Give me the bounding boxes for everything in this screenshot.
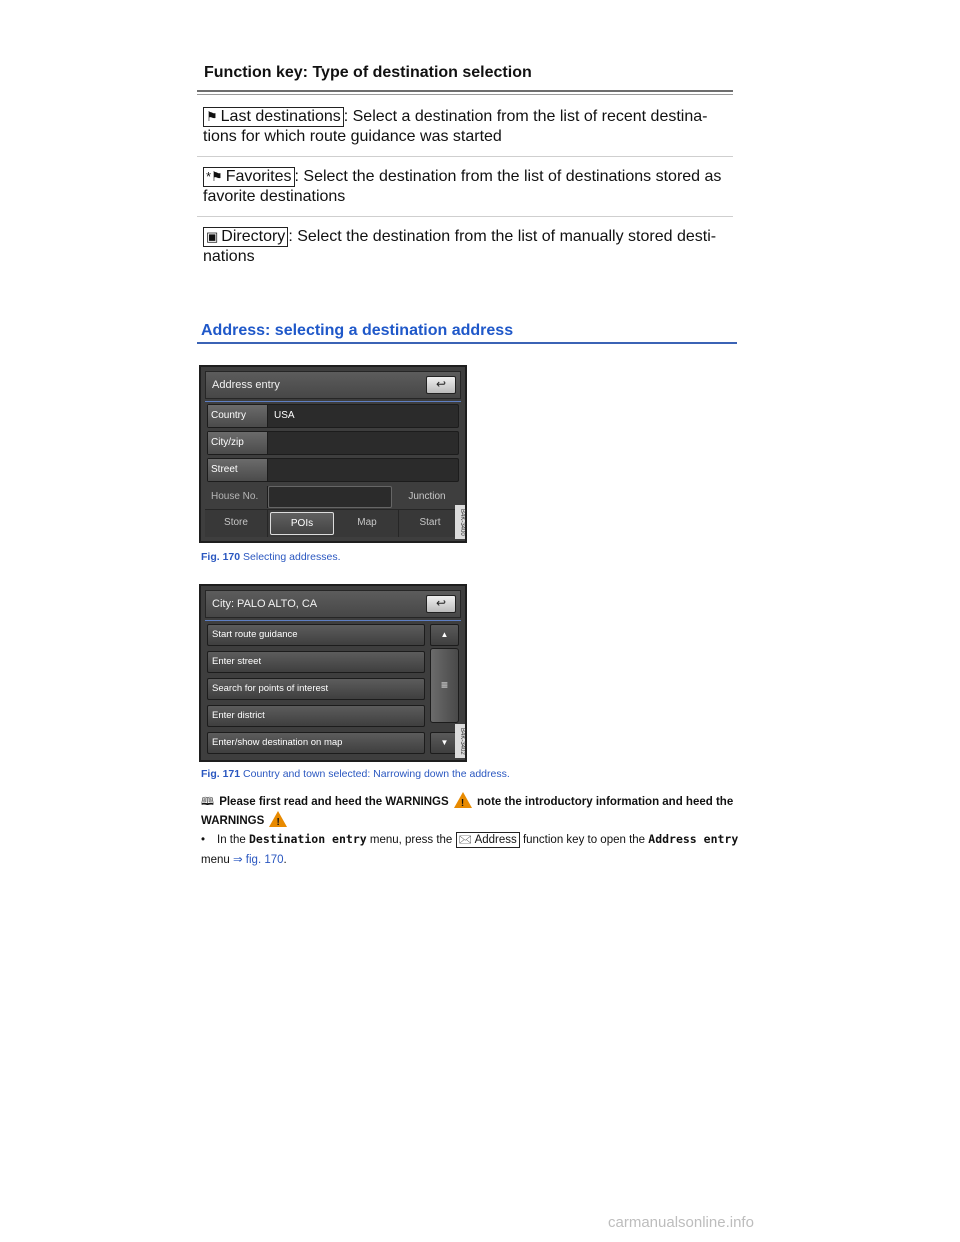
back-button[interactable]: ↩ <box>426 595 456 613</box>
city-zip-label[interactable]: City/zip <box>208 432 268 454</box>
row-description: : Select a destination from the list of … <box>203 108 708 145</box>
address-entry-screen: Address entry ↩ Country USA City/zip Str… <box>199 365 467 543</box>
scroll-down-button[interactable]: ▼ <box>430 732 459 754</box>
last-destinations-key[interactable]: ⚑Last destinations <box>203 107 344 127</box>
star-flag-icon: *⚑ <box>206 169 223 184</box>
back-arrow-icon: ↩ <box>435 377 447 391</box>
table-row: ▣Directory: Select the destination from … <box>197 217 733 276</box>
city-zip-row[interactable]: City/zip <box>207 431 459 455</box>
warning-notice: 🕮 Please first read and heed the WARNING… <box>201 792 741 831</box>
section-title: Address: selecting a destination address <box>201 322 514 339</box>
menu-name: Destination entry <box>248 832 367 846</box>
table-top-rule-thin <box>197 94 733 95</box>
tab-pois[interactable]: POIs <box>270 512 334 535</box>
arrow-down-icon: ▼ <box>440 738 449 747</box>
back-button[interactable]: ↩ <box>426 376 456 394</box>
directory-icon: ▣ <box>206 229 219 244</box>
address-key[interactable]: 🖂 Address <box>455 832 520 848</box>
grip-icon: ≡ <box>440 678 448 692</box>
screen-title: Address entry <box>212 379 280 391</box>
screen-header: Address entry ↩ <box>205 371 461 399</box>
directory-key[interactable]: ▣Directory <box>203 227 289 247</box>
favorites-key[interactable]: *⚑Favorites <box>203 167 295 187</box>
enter-street-button[interactable]: Enter street <box>207 651 425 673</box>
figure-caption: Fig. 171 Country and town selected: Narr… <box>201 768 510 780</box>
arrow-up-icon: ▲ <box>440 630 449 639</box>
figure-code: B4K-3400 <box>455 505 465 539</box>
row-description: : Select the destination from the list o… <box>203 228 717 265</box>
street-row[interactable]: Street <box>207 458 459 482</box>
city-selected-screen: City: PALO ALTO, CA ↩ Start route guidan… <box>199 584 467 762</box>
warning-icon <box>453 792 472 812</box>
tab-map[interactable]: Map <box>336 510 399 537</box>
tab-store[interactable]: Store <box>205 510 268 537</box>
back-arrow-icon: ↩ <box>435 596 447 610</box>
header-underline <box>205 620 461 621</box>
header-underline <box>205 401 461 402</box>
envelope-icon: 🖂 <box>458 834 472 846</box>
figure-code: B4K-3402 <box>455 724 465 758</box>
house-number-row: House No. Junction <box>207 485 459 509</box>
flag-icon: ⚑ <box>206 109 218 124</box>
house-number-label: House No. <box>208 486 268 508</box>
bullet: • <box>201 834 206 846</box>
section-rule <box>197 342 737 344</box>
house-number-input[interactable] <box>268 486 392 508</box>
tab-start[interactable]: Start <box>419 517 441 528</box>
scrollbar-thumb[interactable]: ≡ <box>430 648 459 723</box>
instruction-step: •In the Destination entry menu, press th… <box>201 832 739 866</box>
table-title: Function key: Type of destination select… <box>204 64 532 81</box>
enter-district-button[interactable]: Enter district <box>207 705 425 727</box>
table-top-rule <box>197 90 733 92</box>
menu-name: Address entry <box>648 832 739 846</box>
junction-button[interactable]: Junction <box>408 491 446 502</box>
function-key-table: ⚑Last destinations: Select a destination… <box>197 97 733 276</box>
screen-title: City: PALO ALTO, CA <box>212 598 318 610</box>
watermark: carmanualsonline.info <box>608 1214 754 1231</box>
country-row[interactable]: Country USA <box>207 404 459 428</box>
country-value: USA <box>274 410 295 421</box>
bottom-tabs: Store POIs Map Start <box>205 509 461 537</box>
country-label[interactable]: Country <box>208 405 268 427</box>
figure-caption: Fig. 170 Selecting addresses. <box>201 551 341 563</box>
figure-link[interactable]: ⇒ fig. 170 <box>232 854 284 866</box>
screen-header: City: PALO ALTO, CA ↩ <box>205 590 461 618</box>
book-icon: 🕮 <box>201 796 214 808</box>
street-label[interactable]: Street <box>208 459 268 481</box>
table-row: *⚑Favorites: Select the destination from… <box>197 157 733 217</box>
row-description: : Select the destination from the list o… <box>203 168 722 205</box>
search-poi-button[interactable]: Search for points of interest <box>207 678 425 700</box>
warning-icon <box>269 811 288 831</box>
scroll-up-button[interactable]: ▲ <box>430 624 459 646</box>
start-route-guidance-button[interactable]: Start route guidance <box>207 624 425 646</box>
show-on-map-button[interactable]: Enter/show destination on map <box>207 732 425 754</box>
table-row: ⚑Last destinations: Select a destination… <box>197 97 733 157</box>
